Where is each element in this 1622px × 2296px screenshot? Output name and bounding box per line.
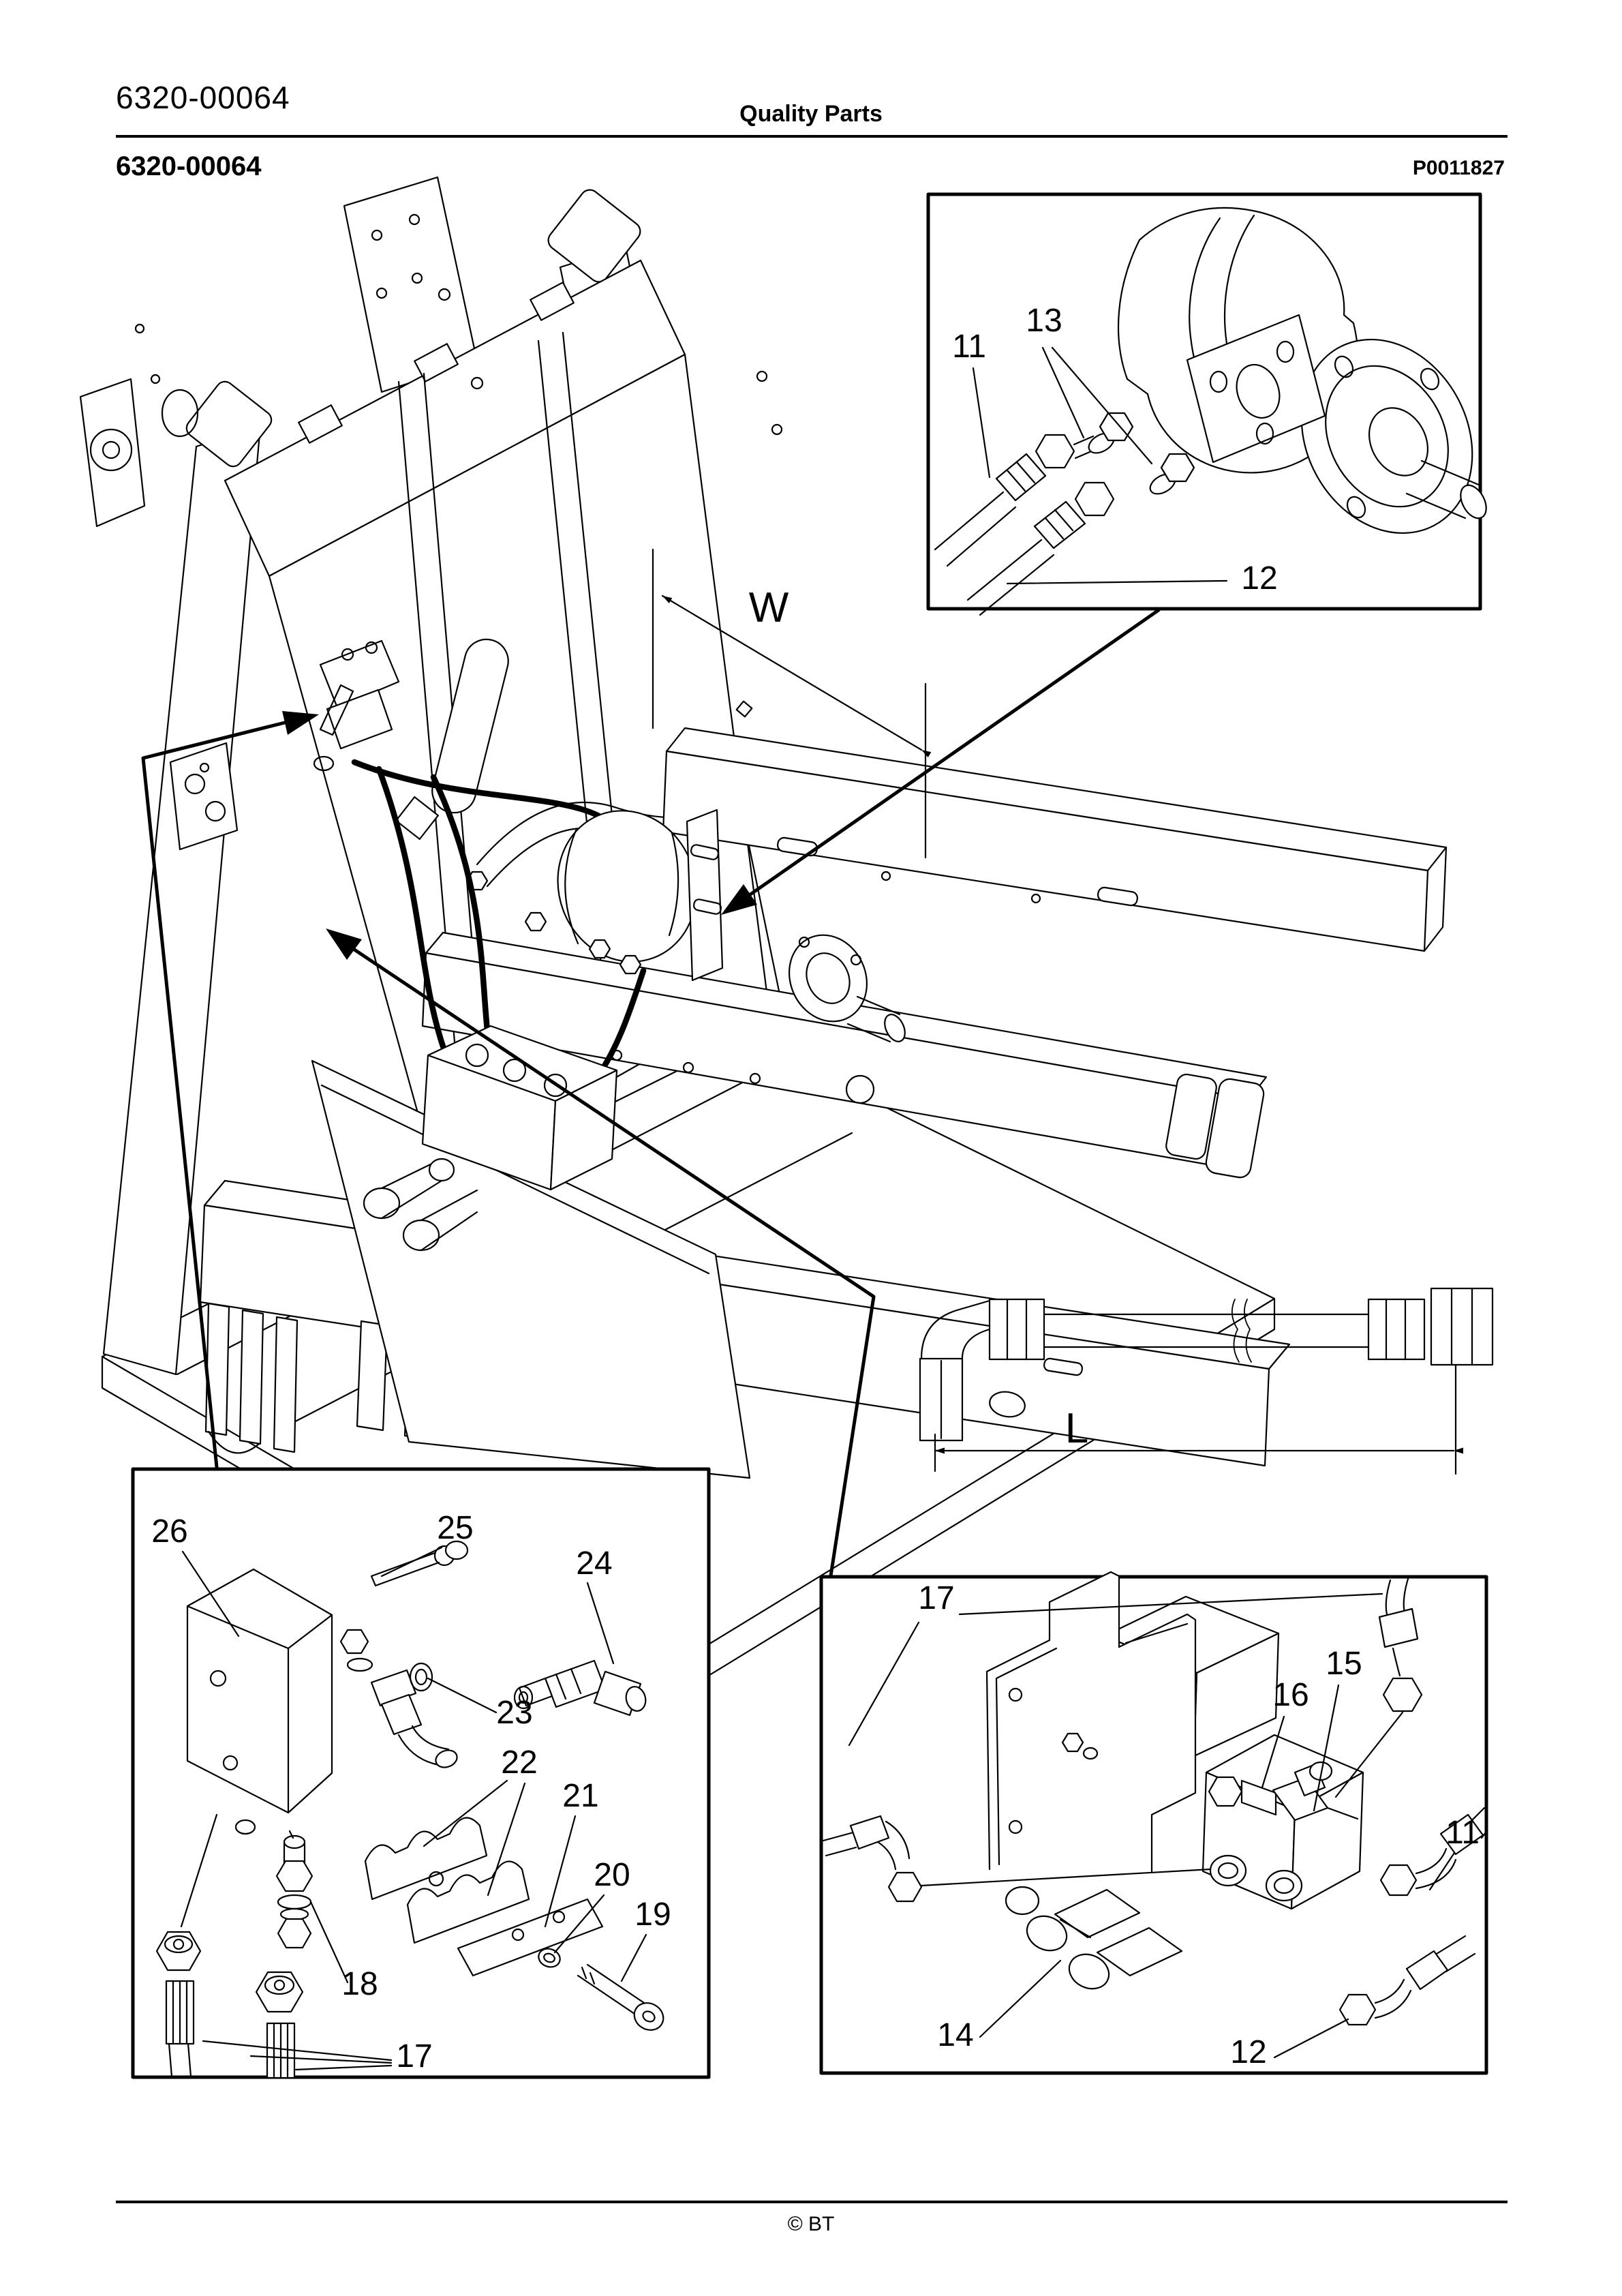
callout-valve-26: 26 bbox=[151, 1513, 187, 1550]
inset-motor-detail bbox=[926, 192, 1487, 616]
callout-valve-18: 18 bbox=[341, 1966, 378, 2002]
callout-motor-11: 11 bbox=[952, 329, 986, 365]
callout-motor-13: 13 bbox=[1026, 303, 1062, 339]
footer-copyright: © BT bbox=[787, 2213, 835, 2235]
header-rule bbox=[116, 135, 1508, 138]
callout-manifold-17: 17 bbox=[918, 1580, 954, 1616]
main-hydraulic-motor bbox=[557, 809, 906, 1043]
document-number: 6320-00064 bbox=[116, 80, 290, 115]
inset-leader-arrows bbox=[141, 608, 1161, 1582]
callout-valve-19: 19 bbox=[634, 1897, 671, 1933]
callout-valve-21: 21 bbox=[562, 1778, 598, 1814]
figure-number: 6320-00064 bbox=[116, 151, 262, 181]
fork-blade bbox=[311, 1059, 751, 1479]
callout-valve-23: 23 bbox=[496, 1695, 532, 1731]
callout-valve-20: 20 bbox=[594, 1857, 630, 1893]
callout-manifold-16: 16 bbox=[1272, 1677, 1309, 1713]
callout-valve-22: 22 bbox=[501, 1744, 537, 1781]
callout-valve-24: 24 bbox=[576, 1545, 612, 1582]
main-pipe-fitting-cluster bbox=[313, 639, 400, 772]
inset-valve-detail bbox=[131, 1467, 711, 2079]
callout-motor-12: 12 bbox=[1241, 560, 1277, 596]
width-dimension-label: W bbox=[749, 584, 789, 631]
hose-length-drawing bbox=[919, 1287, 1494, 1475]
callout-valve-17: 17 bbox=[396, 2038, 432, 2074]
callout-manifold-11: 11 bbox=[1445, 1815, 1480, 1851]
footer-rule bbox=[116, 2201, 1508, 2203]
length-dimension-label: L bbox=[1065, 1405, 1088, 1452]
callout-manifold-12: 12 bbox=[1230, 2034, 1266, 2070]
callout-manifold-15: 15 bbox=[1326, 1646, 1362, 1682]
callout-manifold-14: 14 bbox=[937, 2017, 973, 2053]
plate-code: P0011827 bbox=[1412, 157, 1505, 179]
page-title: Quality Parts bbox=[739, 101, 883, 127]
inset-manifold-detail bbox=[819, 1571, 1488, 2075]
callout-valve-25: 25 bbox=[437, 1510, 473, 1546]
